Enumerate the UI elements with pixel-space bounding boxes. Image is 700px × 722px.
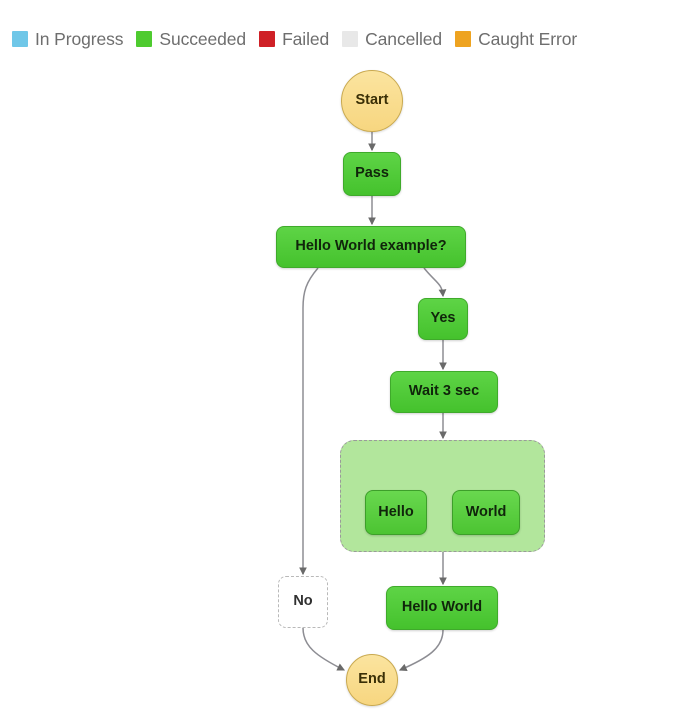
edge-choice-no xyxy=(299,267,319,576)
legend-label: Cancelled xyxy=(365,28,443,49)
legend-label: Caught Error xyxy=(478,28,578,49)
legend-label: Succeeded xyxy=(159,28,247,49)
edge-no-end xyxy=(302,627,346,671)
node-label: Hello World xyxy=(401,599,483,616)
node-label: Pass xyxy=(355,165,389,182)
square-swatch-icon xyxy=(455,31,472,47)
square-swatch-icon xyxy=(259,31,276,47)
node-start[interactable]: Start xyxy=(341,70,403,132)
edge-helloworld-end xyxy=(398,629,444,671)
node-label: End xyxy=(358,671,386,688)
square-swatch-icon xyxy=(12,31,28,47)
legend-item-in-progress: In Progress xyxy=(12,29,123,50)
node-wait-3-sec[interactable]: Wait 3 sec xyxy=(390,371,498,413)
node-label: Wait 3 sec xyxy=(408,383,480,400)
node-label: Hello xyxy=(378,503,414,520)
node-hello-world[interactable]: Hello World xyxy=(386,586,498,630)
square-swatch-icon xyxy=(342,31,359,47)
edge-choice-yes xyxy=(423,267,447,298)
node-label: Yes xyxy=(430,310,456,327)
legend-item-caught-error: Caught Error xyxy=(455,29,577,50)
node-pass[interactable]: Pass xyxy=(343,152,401,196)
node-no[interactable]: No xyxy=(278,576,328,628)
node-hello[interactable]: Hello xyxy=(365,490,427,535)
square-swatch-icon xyxy=(136,31,153,47)
node-label: World xyxy=(465,503,507,520)
node-end[interactable]: End xyxy=(346,654,398,706)
node-yes[interactable]: Yes xyxy=(418,298,468,340)
status-legend: In Progress Succeeded Failed Cancelled C… xyxy=(12,22,590,56)
node-world[interactable]: World xyxy=(452,490,520,535)
legend-label: In Progress xyxy=(35,28,124,49)
node-label: Hello World example? xyxy=(295,238,447,255)
legend-item-cancelled: Cancelled xyxy=(342,29,442,50)
node-hello-world-example-choice[interactable]: Hello World example? xyxy=(276,226,466,268)
node-label: No xyxy=(293,593,313,610)
legend-label: Failed xyxy=(282,28,330,49)
legend-item-failed: Failed xyxy=(259,29,329,50)
node-label: Start xyxy=(355,92,389,109)
legend-item-succeeded: Succeeded xyxy=(136,29,246,50)
